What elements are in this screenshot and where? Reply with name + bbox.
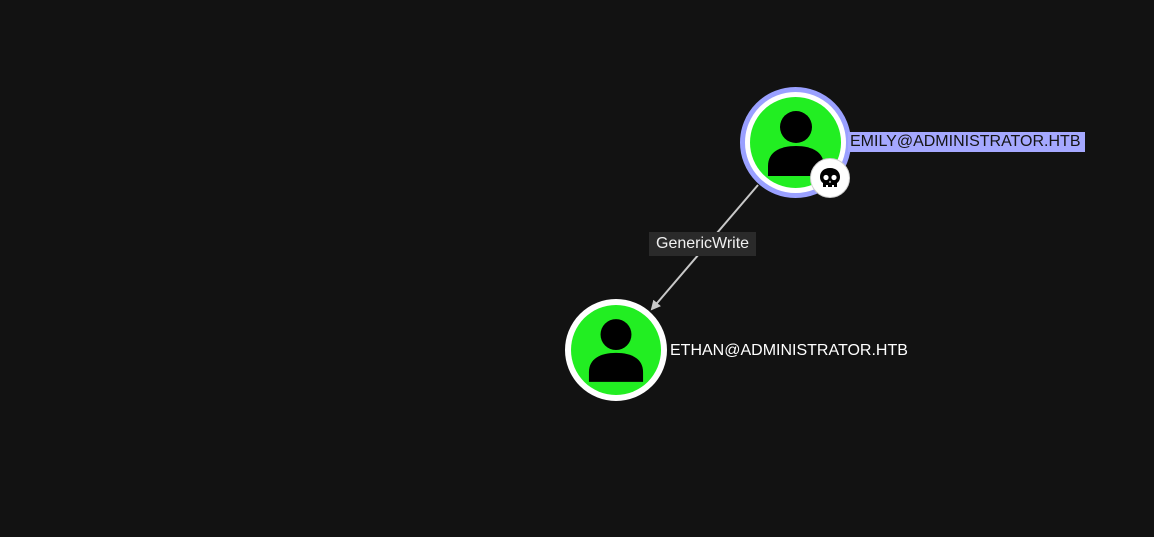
skull-badge	[810, 158, 850, 198]
user-icon	[588, 319, 644, 382]
edge-label-genericwrite[interactable]: GenericWrite	[649, 232, 757, 256]
node-label-emily[interactable]: EMILY@ADMINISTRATOR.HTB	[848, 132, 1086, 152]
skull-icon	[820, 168, 840, 187]
node-ethan[interactable]	[565, 299, 667, 401]
user-icon	[767, 110, 824, 176]
node-label-ethan[interactable]: ETHAN@ADMINISTRATOR.HTB	[670, 342, 908, 359]
node-ethan-fill	[571, 305, 661, 395]
node-emily-fill	[750, 97, 841, 188]
